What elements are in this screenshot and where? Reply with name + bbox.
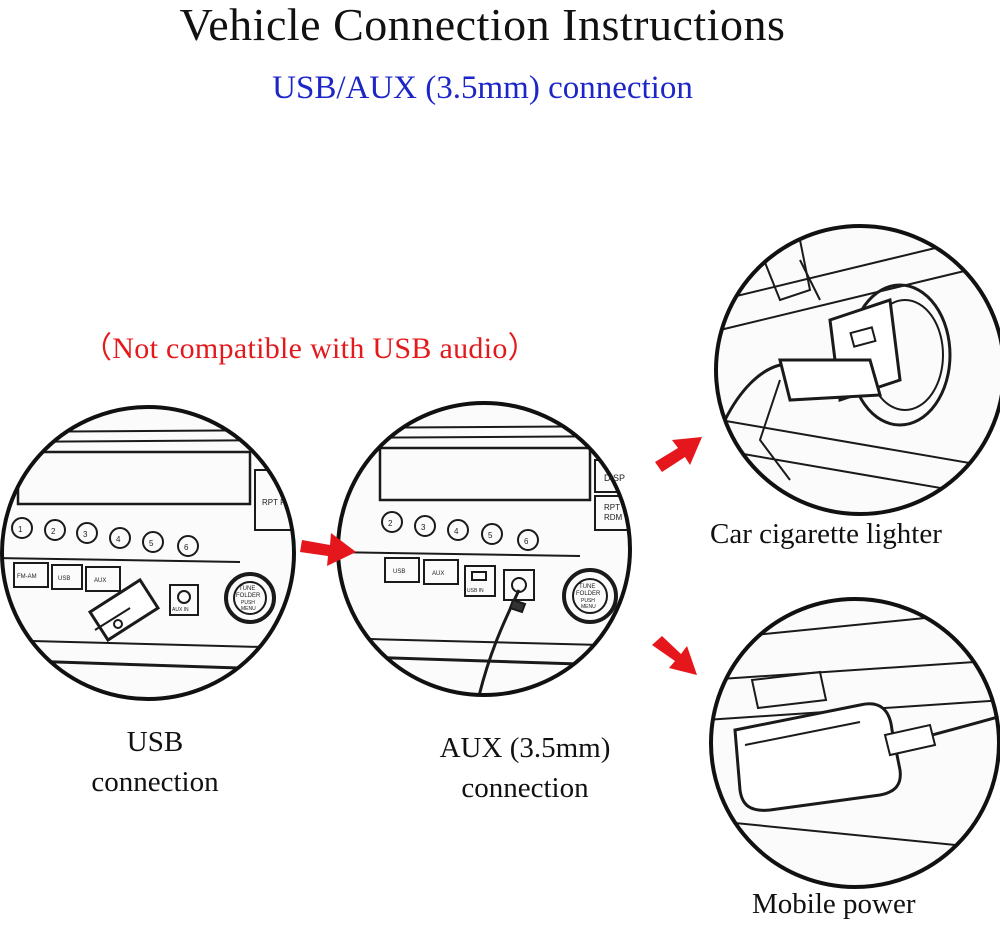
aux-knob-label-folder: FOLDER: [576, 591, 601, 597]
aux-connection-illustration: 2 3 4 5 6 USB AUX USB IN DISP RPT RDM TU…: [336, 401, 632, 697]
mobile-power-label: Mobile power: [752, 888, 916, 920]
usb-connection-illustration: RPT RDM 1 2 3 4 5 6 FM-AM USB: [0, 405, 299, 701]
cigarette-lighter-label: Car cigarette lighter: [710, 518, 942, 550]
compatibility-note: （Not compatible with USB audio）: [82, 332, 538, 365]
cigarette-lighter-illustration: [714, 224, 1000, 516]
aux-connection-label: AUX (3.5mm) connection: [395, 728, 655, 808]
page-subtitle: USB/AUX (3.5mm) connection: [272, 70, 693, 106]
aux-preset-3: 3: [421, 523, 426, 532]
preset-3: 3: [83, 530, 88, 539]
aux-knob-label-tune: TUNE: [579, 584, 595, 590]
aux-key: AUX: [94, 578, 106, 584]
rdm-key: RDM: [604, 513, 623, 522]
aux-preset-5: 5: [488, 531, 493, 540]
disp-key: DISP: [604, 473, 625, 483]
page-title: Vehicle Connection Instructions: [179, 0, 786, 50]
rpt-key: RPT: [604, 503, 620, 512]
preset-5: 5: [149, 539, 154, 548]
knob-label-menu: MENU: [241, 606, 256, 612]
preset-2: 2: [51, 527, 56, 536]
knob-label-tune: TUNE: [239, 586, 255, 592]
aux-usb-key: USB: [393, 569, 405, 575]
knob-label-push: PUSH: [241, 600, 255, 606]
preset-6: 6: [184, 543, 189, 552]
mobile-power-illustration: [709, 597, 1000, 889]
rpt-rdm-label: RPT RDM: [262, 498, 299, 507]
usb-in-port-label: USB IN: [467, 588, 484, 594]
preset-1: 1: [18, 525, 23, 534]
usb-label-line2: connection: [91, 766, 219, 798]
aux-label-line1: AUX (3.5mm): [439, 732, 611, 764]
aux-label-line2: connection: [461, 772, 589, 804]
arrow-to-mobile-icon: [652, 636, 697, 675]
aux-in-port-label: AUX IN: [172, 607, 189, 613]
aux-knob-label-menu: MENU: [581, 604, 596, 610]
aux-preset-4: 4: [454, 527, 459, 536]
preset-4: 4: [116, 535, 121, 544]
fm-am-key: FM-AM: [17, 574, 37, 580]
arrow-usb-to-aux-icon: [300, 533, 356, 566]
aux-aux-key: AUX: [432, 571, 444, 577]
aux-knob-label-push: PUSH: [581, 598, 595, 604]
usb-connection-label: USB connection: [60, 722, 250, 802]
usb-key: USB: [58, 576, 70, 582]
aux-preset-6: 6: [524, 537, 529, 546]
aux-preset-2: 2: [388, 519, 393, 528]
knob-label-folder: FOLDER: [236, 593, 261, 599]
usb-label-line1: USB: [126, 726, 184, 758]
arrow-to-cigarette-icon: [655, 437, 702, 472]
